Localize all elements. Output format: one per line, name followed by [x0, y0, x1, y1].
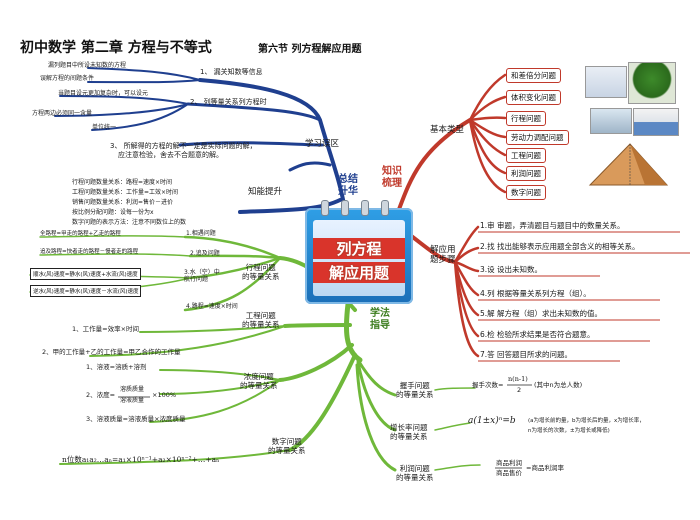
- wuqu-item2-sub3: 单位统一: [92, 124, 117, 131]
- wuqu-item3: 3、 所解得的方程的解不一定是实际问题的解，: [110, 142, 257, 150]
- branch-jieyingyong: 解应用 题步骤: [430, 245, 456, 265]
- branch-zhishi: 知识 梳理: [382, 166, 402, 189]
- wuqu-item1-sub2: 误解方程的间题条件: [40, 75, 95, 82]
- branch-jiben-leixing: 基本类型: [430, 125, 465, 135]
- type-item: 体积变化问题: [506, 90, 561, 105]
- step-item: 5.解 解方程（组）求出未知数的值。: [480, 309, 603, 318]
- chart-thumbnail-image: [585, 66, 627, 98]
- ring-icon: [341, 200, 349, 216]
- shuzi-formula: n位数a₁a₂…aₙ=a₁×10ⁿ⁻¹+a₂×10ⁿ⁻²+…+aₙ: [62, 455, 220, 464]
- central-title-line2: 解应用题: [313, 262, 405, 283]
- branch-xuexi-wuqu: 学习误区: [305, 139, 340, 149]
- pyramid-image: [588, 143, 669, 186]
- xiangyu-denominator: 2: [517, 386, 522, 394]
- wuqu-item2-sub1: 当题目设元更加复杂时，可以设元: [58, 90, 149, 97]
- wuqu-item2: 2、 列等量关系列方程时: [190, 98, 267, 106]
- bus-image: [633, 108, 679, 136]
- gongcheng-i2: 2、甲的工作量+乙的工作量=甲乙合作的工作量: [42, 348, 181, 356]
- step-item: 1.审 审题，弄清题目与题目中的数量关系。: [480, 221, 625, 230]
- type-item: 数字问题: [506, 185, 546, 200]
- xingcheng-h2: 2.追及问题: [190, 250, 220, 257]
- nongdu-i2-tail: ×100%: [152, 391, 177, 399]
- wuqu-item1-sub1: 漏列题目中所设未知数的方程: [48, 62, 127, 69]
- central-title-line1: 列方程: [313, 238, 405, 259]
- central-topic-panel: 列方程 解应用题: [313, 220, 405, 296]
- trees-image: [628, 62, 676, 104]
- wuqu-item3b: 应注意检验，舍去不合题意的解。: [118, 151, 223, 159]
- ring-icon: [361, 200, 369, 216]
- step-item: 7.答 回答题目所求的问题。: [480, 350, 573, 359]
- xingcheng-g1: 全路程=甲走的路程+乙走的路程: [40, 231, 121, 237]
- xingcheng-h4: 4.路程=速度×时间: [186, 303, 238, 310]
- lirun-f3: =商品利润率: [526, 464, 564, 472]
- xiangyu-head: 握手问题 的等量关系: [396, 381, 434, 399]
- step-item: 4.列 根据等量关系列方程（组）。: [480, 289, 591, 298]
- road-image: [590, 108, 632, 134]
- zengzhang-head: 增长率问题 的等量关系: [390, 423, 428, 441]
- zhineng-l3: 销售问题数量关系：利润=售价－进价: [72, 199, 174, 206]
- step-item: 3.设 设出未知数。: [480, 265, 543, 274]
- wuqu-item1: 1、 漏关知数等信息: [200, 68, 263, 76]
- zhineng-l2: 工程问题数量关系：工作量=工效×时间: [72, 189, 179, 196]
- nongdu-i3: 3、溶液质量=溶液质量×浓度质量: [86, 415, 186, 423]
- zhineng-l1: 行程问题数量关系：路程=速度×时间: [72, 179, 173, 186]
- xingcheng-h3: 3.水（空）中 航行问题: [184, 269, 220, 283]
- nongdu-i2-denominator: 溶液质量: [120, 397, 145, 404]
- branch-xuefa: 学法 指导: [370, 308, 390, 331]
- xingcheng-g2: 追及路程=快者走的路程－慢者走的路程: [40, 249, 139, 255]
- wuqu-item2-sub2: 方程两边必须同一含量: [32, 110, 93, 117]
- gongcheng-head: 工程问题 的等量关系: [242, 311, 280, 329]
- central-topic: 列方程 解应用题: [305, 200, 413, 304]
- gongcheng-i1: 1、工作量=效率×时间: [72, 325, 140, 333]
- xingcheng-h1: 1.相遇问题: [186, 230, 216, 237]
- ring-icon: [321, 200, 329, 216]
- page-title: 初中数学 第二章 方程与不等式: [20, 40, 212, 56]
- step-item: 6.检 检验所求结果是否符合题意。: [480, 330, 595, 339]
- type-item: 行程问题: [506, 111, 546, 126]
- zengzhang-formula: a(1±x)ⁿ=b: [468, 416, 516, 426]
- zhineng-l5: 数字问题的表示方法：注意不同数位上的数: [72, 219, 187, 226]
- xingcheng-g3b: 逆水(风)速度=静水(风)速度－水流(风)速度: [30, 285, 142, 297]
- xingcheng-g3a: 顺水(风)速度=静水(风)速度+水流(风)速度: [30, 268, 141, 280]
- lirun-head: 利润问题 的等量关系: [396, 464, 434, 482]
- branch-zhineng: 知能提升: [248, 187, 283, 197]
- page-subtitle: 第六节 列方程解应用题: [258, 44, 362, 55]
- nongdu-i2: 2、浓度=: [86, 391, 116, 399]
- xingcheng-head: 行程问题 的等量关系: [242, 263, 280, 281]
- xiangyu-formula: 握手次数=: [472, 381, 504, 389]
- ring-icon: [381, 200, 389, 216]
- zengzhang-note2: n为增长的次数，±为增长或降低): [528, 428, 610, 434]
- nongdu-i1: 1、溶液=溶质+溶剂: [86, 363, 147, 371]
- xiangyu-tail: (其中n为总人数): [534, 381, 583, 389]
- xiangyu-numerator: n(n-1): [508, 375, 528, 383]
- lirun-f2: 商品售价: [496, 469, 522, 477]
- type-item: 和差倍分问题: [506, 68, 561, 83]
- type-item: 工程问题: [506, 148, 546, 163]
- step-item: 2.找 找出能够表示应用题全部含义的相等关系。: [480, 242, 640, 251]
- nongdu-i2-numerator: 溶质质量: [120, 386, 145, 393]
- type-item: 利润问题: [506, 166, 546, 181]
- zhineng-l4: 按比例分配问题：设每一份为x: [72, 209, 154, 216]
- lirun-f1: 商品利润: [496, 459, 522, 467]
- type-item: 劳动力调配问题: [506, 130, 569, 145]
- branch-zongjie: 总结 升华: [338, 174, 358, 197]
- nongdu-head: 浓度问题 的等量关系: [240, 372, 278, 390]
- shuzi-head: 数字问题 的等量关系: [268, 437, 306, 455]
- zengzhang-note1: (a为增长前的量，b为增长后的量，x为增长率，: [528, 418, 645, 424]
